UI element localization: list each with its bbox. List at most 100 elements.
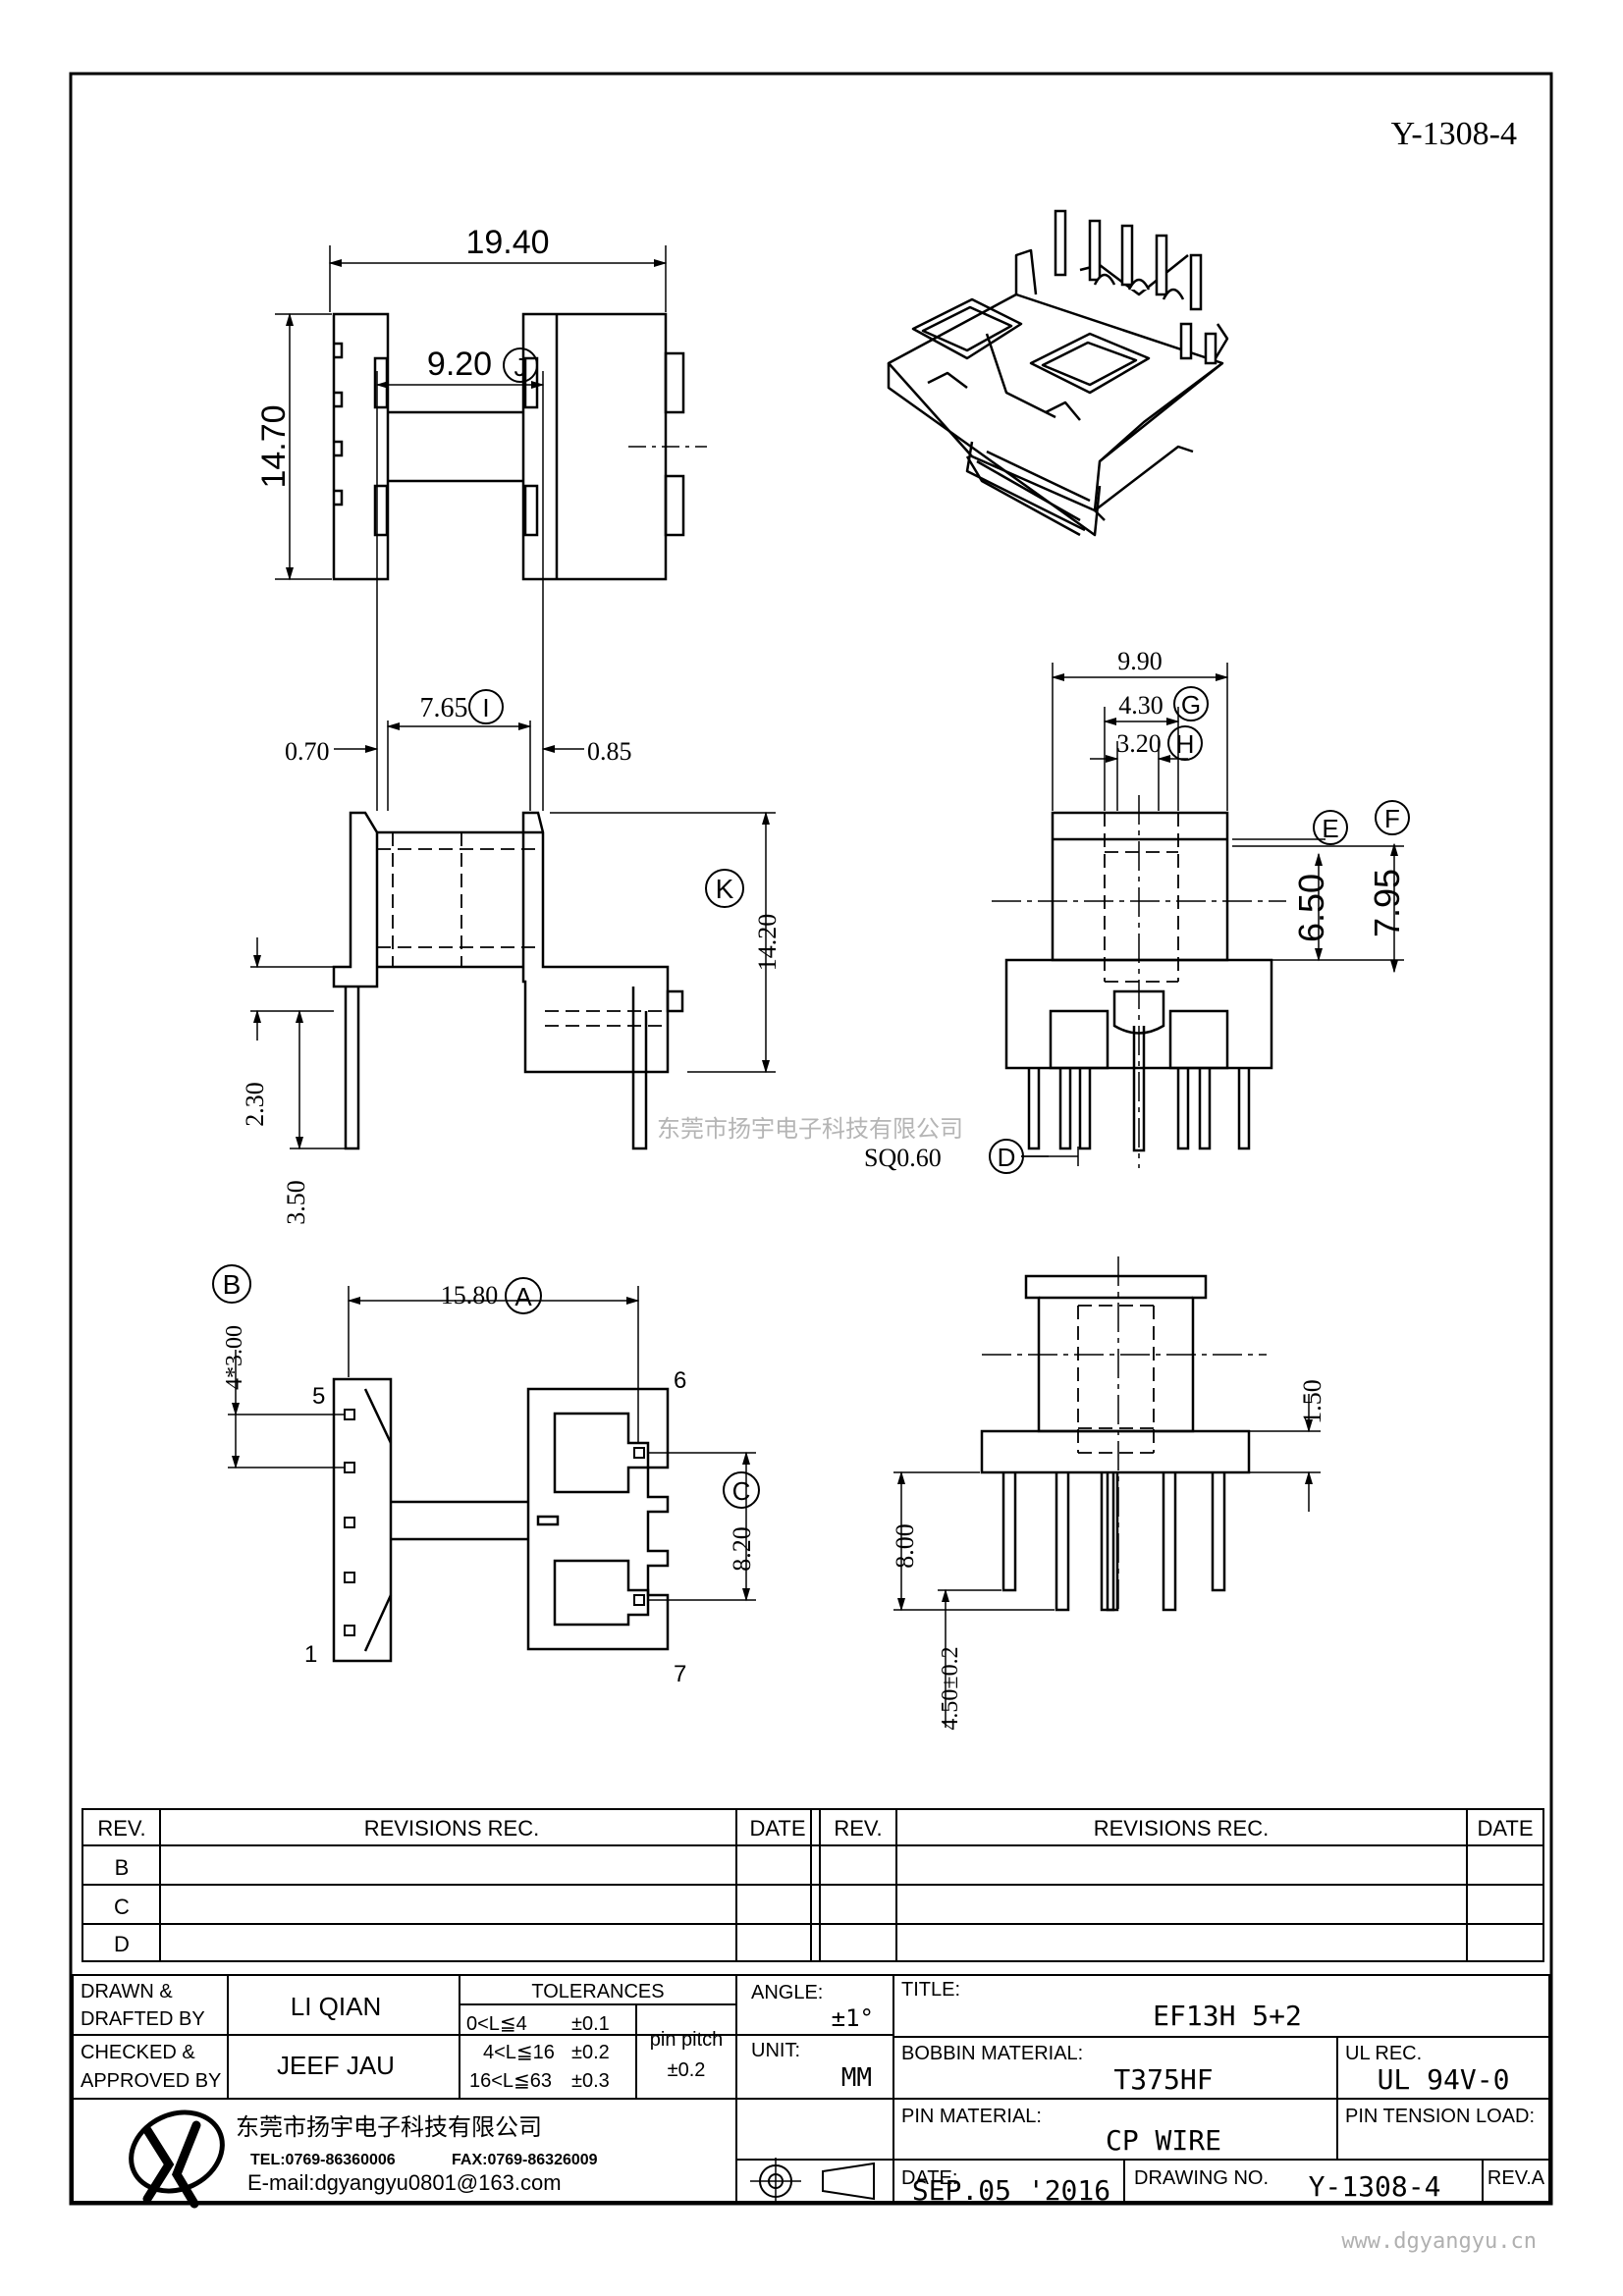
- side-view: [992, 795, 1286, 1168]
- dim-rear-450: 4.50±0.2: [938, 1646, 963, 1730]
- callout-circle-g: [1173, 686, 1209, 721]
- drawn-label-line2: DRAFTED BY: [81, 2008, 205, 2030]
- title-block-text: DRAWN & DRAFTED BY LI QIAN CHECKED & APP…: [81, 1979, 1545, 2207]
- drawing-no-label: DRAWING NO.: [1134, 2167, 1269, 2189]
- drawn-label-line1: DRAWN &: [81, 1981, 173, 2002]
- pin-material-label: PIN MATERIAL:: [901, 2106, 1042, 2127]
- tol-row1-range: 0<L≦4: [466, 2013, 527, 2035]
- title-block-grid: [72, 1974, 1550, 2203]
- tol-row2-value: ±0.2: [571, 2042, 610, 2063]
- rev-col-header-right: REV.: [834, 1816, 882, 1841]
- watermark-corner: www.dgyangyu.cn: [1341, 2229, 1537, 2254]
- checked-label-line2: APPROVED BY: [81, 2070, 221, 2092]
- pin-pitch-value: ±0.2: [668, 2059, 706, 2081]
- callout-circle-i: [468, 689, 504, 724]
- company-name: 东莞市扬宇电子科技有限公司: [236, 2114, 542, 2141]
- callout-j: J: [514, 352, 527, 382]
- dim-side-430: 4.30: [1118, 691, 1163, 720]
- dim-front-230: 2.30: [241, 1082, 269, 1127]
- callout-circle-j: [503, 347, 538, 383]
- callout-circle-d: [989, 1139, 1024, 1174]
- dim-rear-800: 8.00: [891, 1523, 919, 1569]
- pin-label-6: 6: [674, 1367, 686, 1394]
- tol-row2-range: 4<L≦16: [483, 2042, 555, 2063]
- angle-value: ±1°: [832, 2004, 874, 2032]
- date-label: DATE:: [901, 2167, 957, 2189]
- dim-front-i: 7.65: [420, 693, 468, 723]
- callout-i: I: [482, 693, 489, 722]
- callout-h: H: [1176, 729, 1195, 759]
- projection-symbol: [750, 2158, 875, 2205]
- isometric-pins: [1054, 209, 1217, 365]
- pin-label-5: 5: [312, 1383, 325, 1410]
- company-logo: [129, 2109, 225, 2209]
- dim-front-350: 3.50: [282, 1180, 310, 1225]
- dim-side-sq: SQ0.60: [864, 1144, 942, 1172]
- unit-value: MM: [841, 2063, 872, 2093]
- date-col-header-right: DATE: [1477, 1816, 1533, 1841]
- dim-bottom-a: 15.80: [441, 1281, 499, 1309]
- callout-f: F: [1384, 804, 1400, 833]
- title-label: TITLE:: [901, 1979, 960, 2001]
- callout-c: C: [732, 1476, 751, 1506]
- pin-label-7: 7: [674, 1661, 686, 1687]
- front-view-dimensions: [250, 371, 776, 1150]
- dim-top-height: 14.70: [255, 404, 293, 488]
- callout-d: D: [998, 1143, 1016, 1172]
- dim-front-left: 0.70: [285, 737, 330, 766]
- rear-view-dimensions: [893, 1394, 1321, 1728]
- bottom-view: [332, 1377, 670, 1663]
- side-view-dimensions: [1021, 663, 1404, 1166]
- callout-g: G: [1181, 690, 1201, 720]
- dim-front-j: 9.20: [427, 346, 492, 383]
- callout-circle-c: [723, 1471, 760, 1509]
- pin-tension-label: PIN TENSION LOAD:: [1345, 2106, 1535, 2127]
- drawing-no-value: Y-1308-4: [1309, 2170, 1441, 2203]
- tolerances-label: TOLERANCES: [531, 1981, 664, 2002]
- rev-row-b: B: [115, 1855, 130, 1880]
- revisions-table: [81, 1808, 1544, 1962]
- tol-row1-value: ±0.1: [571, 2013, 610, 2035]
- rev-value: REV.A: [1488, 2167, 1545, 2189]
- dim-bottom-b: 4*3.00: [222, 1325, 247, 1390]
- revisions-headers: REV. REVISIONS REC. DATE REV. REVISIONS …: [97, 1816, 1533, 1956]
- dim-side-795: 7.95: [1367, 869, 1407, 937]
- company-email: E-mail:dgyangyu0801@163.com: [247, 2170, 562, 2195]
- rev-col-header-left: REV.: [97, 1816, 145, 1841]
- callout-circle-h: [1167, 725, 1203, 761]
- pin-material-value: CP WIRE: [1106, 2124, 1221, 2157]
- rec-col-header-left: REVISIONS REC.: [364, 1816, 539, 1841]
- bottom-view-dimensions: [228, 1286, 756, 1602]
- bobbin-material-value: T375HF: [1113, 2063, 1213, 2096]
- angle-label: ANGLE:: [751, 1982, 823, 2003]
- rev-row-c: C: [114, 1895, 130, 1919]
- callout-circle-b: [212, 1264, 251, 1304]
- callout-circle-a: [505, 1277, 542, 1314]
- callout-circle-k: [705, 869, 744, 908]
- callout-circle-e: [1313, 810, 1348, 845]
- ul-rec-label: UL REC.: [1345, 2043, 1422, 2064]
- dim-rear-150: 1.50: [1298, 1379, 1326, 1424]
- dim-side-650: 6.50: [1291, 874, 1331, 942]
- callout-k: K: [716, 874, 734, 904]
- checked-label-line1: CHECKED &: [81, 2042, 195, 2063]
- ul-rec-value: UL 94V-0: [1378, 2063, 1510, 2096]
- title-value: EF13H 5+2: [1153, 2000, 1302, 2032]
- tol-row3-value: ±0.3: [571, 2070, 610, 2092]
- tol-row3-range: 16<L≦63: [469, 2070, 552, 2092]
- rev-row-d: D: [114, 1932, 130, 1956]
- callout-a: A: [514, 1282, 532, 1311]
- top-view-dimensions: [275, 245, 668, 581]
- dim-side-990: 9.90: [1117, 647, 1163, 675]
- rear-view: [980, 1256, 1267, 1612]
- rec-col-header-right: REVISIONS REC.: [1094, 1816, 1269, 1841]
- company-fax: FAX:0769-86326009: [452, 2152, 598, 2168]
- watermark-center: 东莞市扬宇电子科技有限公司: [657, 1116, 963, 1143]
- callout-circle-f: [1375, 800, 1410, 835]
- company-tel: TEL:0769-86360006: [250, 2152, 396, 2168]
- date-value: SEP.05 '2016: [912, 2174, 1110, 2207]
- pin-pitch-label: pin pitch: [650, 2029, 724, 2051]
- dim-front-right: 0.85: [587, 737, 632, 766]
- dim-top-width: 19.40: [465, 224, 549, 261]
